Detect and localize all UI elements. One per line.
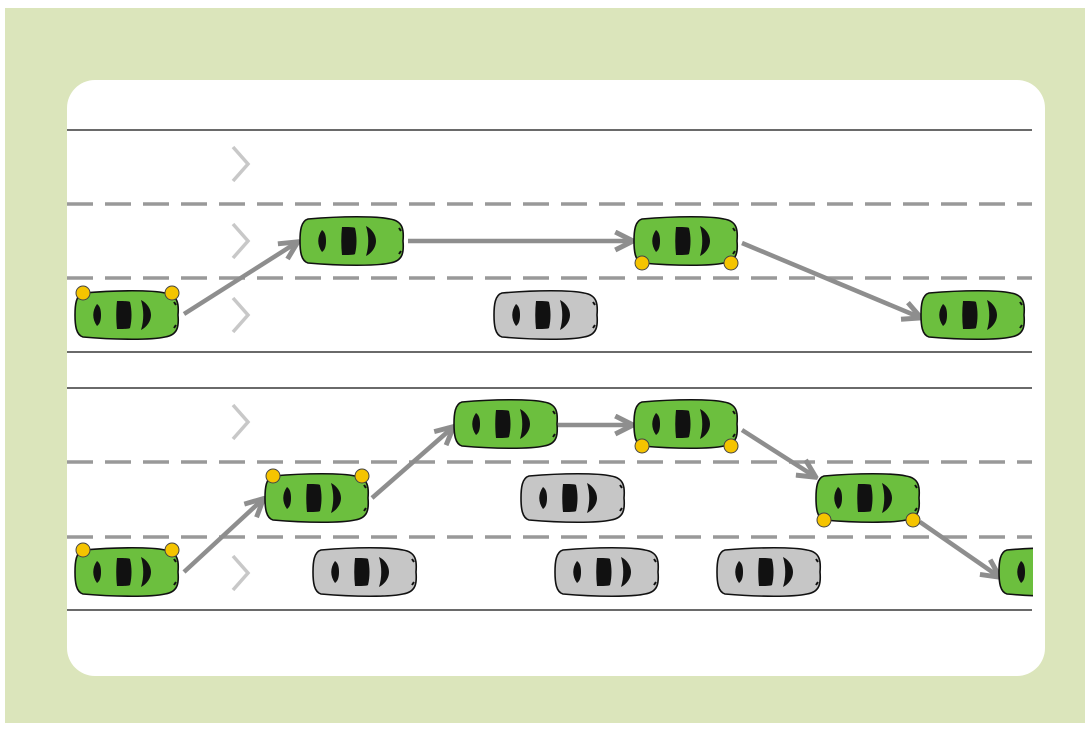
direction-chevron-icon: [231, 145, 251, 183]
ego-car-icon: [299, 215, 405, 267]
ego-car-icon: [633, 215, 739, 271]
turn-signal-icon: [164, 285, 180, 301]
scenario-2-road: [67, 387, 1032, 611]
scenario-1-road: [67, 129, 1032, 353]
ego-car-icon: [998, 547, 1033, 597]
trajectory-arrow: [741, 240, 919, 317]
trajectory-arrows: [182, 240, 998, 576]
direction-chevron-icon: [231, 403, 251, 441]
diagram-background: [5, 8, 1085, 723]
other-car-icon: [520, 472, 626, 524]
turn-signal-icon: [905, 512, 921, 528]
ego-car-icon: [920, 289, 1026, 341]
turn-signal-icon: [723, 438, 739, 454]
ego-car-icon: [815, 472, 921, 528]
direction-chevron-icon: [231, 554, 251, 592]
ego-car-icon: [264, 468, 370, 524]
ego-car-icon: [633, 398, 739, 454]
direction-chevron-icon: [231, 222, 251, 260]
trajectory-arrow: [918, 520, 998, 576]
turn-signal-icon: [634, 255, 650, 271]
turn-signal-icon: [816, 512, 832, 528]
other-car-icon: [554, 546, 660, 598]
turn-signal-icon: [354, 468, 370, 484]
turn-signal-icon: [723, 255, 739, 271]
turn-signal-icon: [634, 438, 650, 454]
turn-signal-icon: [164, 542, 180, 558]
cars-layer: [74, 215, 1033, 598]
turn-signal-icon: [75, 285, 91, 301]
direction-chevrons: [231, 145, 251, 592]
trajectory-arrow: [740, 428, 814, 476]
other-car-icon: [716, 546, 822, 598]
trajectory-arrow: [370, 428, 452, 500]
turn-signal-icon: [265, 468, 281, 484]
turn-signal-icon: [75, 542, 91, 558]
ego-car-icon: [453, 398, 559, 450]
trajectory-arrow: [182, 243, 296, 316]
direction-chevron-icon: [231, 296, 251, 334]
ego-car-icon: [74, 285, 180, 341]
other-car-icon: [493, 289, 599, 341]
other-car-icon: [312, 546, 418, 598]
trajectory-arrow: [182, 500, 262, 574]
ego-car-icon: [74, 542, 180, 598]
